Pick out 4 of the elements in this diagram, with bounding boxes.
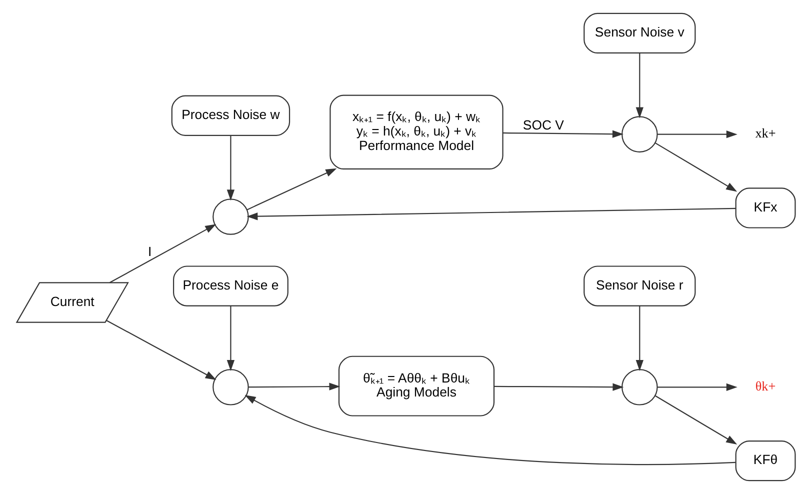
edge-label: I [148, 243, 152, 258]
edge-label: SOC V [522, 116, 564, 132]
node-text: xk+ [754, 125, 776, 140]
node-text: θk+ [754, 378, 776, 394]
